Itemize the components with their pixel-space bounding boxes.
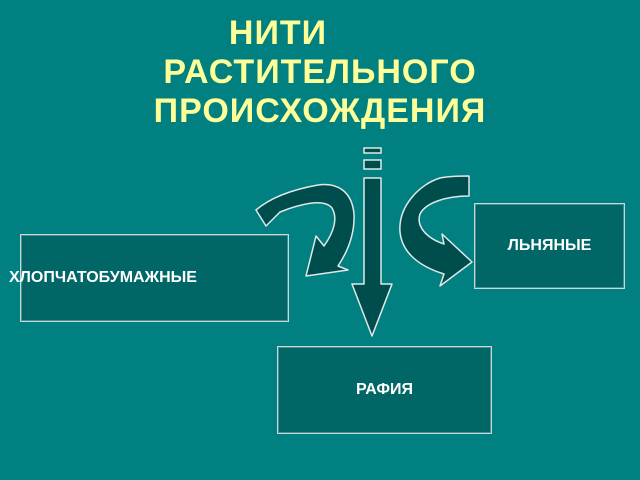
diagram-title: НИТИ РАСТИТЕЛЬНОГО ПРОИСХОЖДЕНИЯ <box>0 14 640 131</box>
title-line-1: НИТИ <box>228 14 328 52</box>
title-line-2: РАСТИТЕЛЬНОГО <box>163 53 477 91</box>
box-cotton: ХЛОПЧАТОБУМАЖНЫЕ <box>9 234 289 322</box>
down-arrow-icon <box>351 177 393 337</box>
title-line-3: ПРОИСХОЖДЕНИЯ <box>153 92 487 130</box>
box-raffia-label: РАФИЯ <box>355 381 414 398</box>
box-cotton-label: ХЛОПЧАТОБУМАЖНЫЕ <box>9 269 197 286</box>
box-raffia: РАФИЯ <box>277 346 492 434</box>
curved-arrow-right-icon <box>399 175 473 287</box>
down-arrow-stripe-2 <box>363 159 382 170</box>
down-arrow-stripe-1 <box>363 147 382 154</box>
box-linen-label: ЛЬНЯНЫЕ <box>507 237 592 254</box>
curved-arrow-left-icon <box>255 183 355 277</box>
box-linen: ЛЬНЯНЫЕ <box>474 203 625 289</box>
